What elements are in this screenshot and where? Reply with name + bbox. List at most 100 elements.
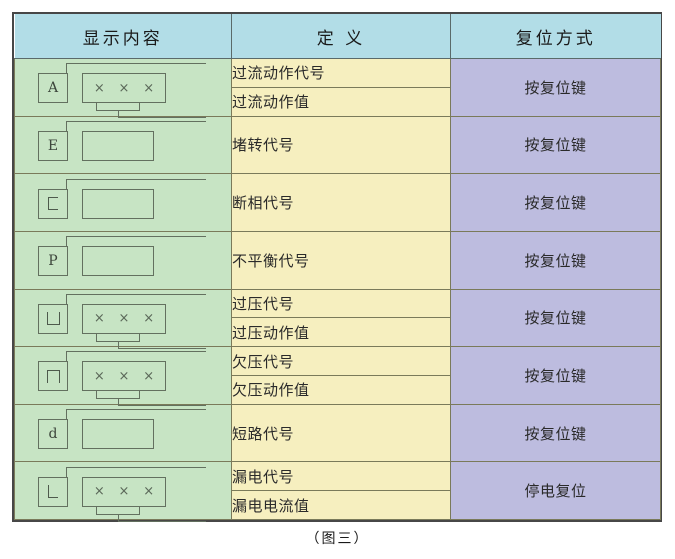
lcd-digit-placeholder: × (93, 484, 105, 500)
reset-method-cell: 停电复位 (450, 461, 661, 520)
lcd-code-glyph (48, 485, 58, 499)
reset-method-cell: 按复位键 (450, 115, 661, 175)
leader-line-bottom (118, 340, 206, 349)
lcd-code-glyph: d (48, 426, 58, 443)
definition-cell: 欠压代号 (231, 346, 451, 376)
lcd-code-glyph (46, 312, 60, 326)
lcd-code-box (38, 303, 68, 334)
lcd-value-box (82, 246, 154, 277)
column-header-reset: 复位方式 (450, 14, 661, 59)
leader-line-top (66, 63, 206, 75)
lcd-code-glyph (46, 369, 60, 383)
reset-method-cell: 按复位键 (450, 58, 661, 117)
reset-method-cell: 按复位键 (450, 230, 661, 290)
display-cell (14, 173, 232, 232)
display-cell: d (14, 403, 232, 463)
lcd-digit-placeholder: × (118, 484, 130, 500)
display-cell: A × × × (14, 58, 232, 119)
leader-line-top (66, 409, 206, 421)
leader-line-top (66, 351, 206, 363)
figure-caption: （图三） (305, 531, 370, 547)
leader-line-top (66, 466, 206, 478)
lcd-value-box (82, 188, 154, 219)
lcd-code-glyph: A (47, 80, 59, 97)
lcd-digit-placeholder: × (93, 368, 105, 384)
table-row: 过压动作值 (15, 317, 661, 348)
lcd-display-diagram: × × × (30, 347, 216, 407)
lcd-display-diagram: ××× (30, 463, 216, 522)
definition-cell: 漏电电流值 (231, 490, 451, 520)
lcd-display-diagram: E (30, 117, 216, 173)
leader-line-bottom (118, 110, 206, 119)
lcd-digit-placeholder: × (93, 80, 105, 96)
definition-cell: 过压动作值 (231, 317, 451, 348)
lcd-code-box (38, 476, 68, 507)
lcd-value-box (82, 130, 154, 161)
lcd-display-diagram: A × × × (30, 59, 216, 119)
table-row: × × × 欠压代号按复位键 (14, 346, 661, 407)
lcd-display-diagram: d (30, 405, 216, 461)
lcd-code-box (38, 188, 68, 219)
definition-cell: 欠压动作值 (231, 374, 451, 405)
reset-method-cell: 按复位键 (450, 173, 661, 232)
lcd-code-glyph (48, 197, 58, 211)
table-row: d 短路代号按复位键 (14, 403, 661, 463)
lcd-digit-placeholder: × (118, 80, 130, 96)
lcd-value-box: ××× (82, 303, 166, 334)
lcd-value-box: × × × (82, 361, 166, 392)
lcd-code-box: P (38, 246, 68, 277)
table-row: 漏电电流值 (15, 490, 661, 520)
definition-cell: 过流动作代号 (231, 58, 451, 88)
lcd-code-box: d (38, 419, 68, 450)
lcd-value-box: × × × (82, 73, 166, 104)
lcd-code-glyph: E (47, 137, 59, 154)
definition-cell: 短路代号 (231, 403, 451, 463)
lcd-code-box (38, 361, 68, 392)
leader-line-top (66, 293, 206, 305)
display-cell: ××× (14, 461, 232, 522)
lcd-code-box: A (38, 73, 68, 104)
lcd-display-diagram: ××× (30, 290, 216, 349)
reset-method-cell: 按复位键 (450, 288, 661, 348)
definition-cell: 不平衡代号 (231, 230, 451, 290)
table-row: ××× 过压代号按复位键 (14, 288, 661, 349)
lcd-digit-placeholder: × (143, 368, 155, 384)
leader-line-top (66, 236, 206, 248)
lcd-display-diagram: P (30, 232, 216, 288)
reset-method-cell: 按复位键 (450, 346, 661, 405)
table-row: 过流动作值 (15, 86, 661, 117)
display-cell: ××× (14, 288, 232, 349)
definition-cell: 漏电代号 (231, 461, 451, 492)
definition-cell: 过压代号 (231, 288, 451, 319)
display-cell: × × × (14, 346, 232, 407)
definition-cell: 堵转代号 (231, 115, 451, 175)
table-row: 欠压动作值 (15, 374, 661, 405)
table-row: 断相代号按复位键 (14, 173, 661, 232)
display-cell: E (14, 115, 232, 175)
definition-cell: 过流动作值 (231, 86, 451, 117)
column-header-definition: 定 义 (231, 14, 451, 59)
reset-method-cell: 按复位键 (450, 403, 661, 463)
leader-line-top (66, 120, 206, 132)
table-row: P 不平衡代号按复位键 (14, 230, 661, 290)
table-row: E 堵转代号按复位键 (14, 115, 661, 175)
lcd-digit-placeholder: × (118, 368, 130, 384)
leader-line-top (66, 178, 206, 190)
lcd-value-box (82, 419, 154, 450)
table-header-row: 显示内容 定 义 复位方式 (14, 14, 661, 59)
table-row: A × × × 过流动作代号按复位键 (14, 58, 661, 119)
column-header-display: 显示内容 (14, 14, 232, 59)
lcd-digit-placeholder: × (143, 80, 155, 96)
leader-line-bottom (118, 513, 206, 522)
lcd-code-box: E (38, 130, 68, 161)
display-cell: P (14, 230, 232, 290)
lcd-display-diagram (30, 175, 216, 231)
table-row: ×××漏电代号停电复位 (14, 461, 661, 522)
definition-cell: 断相代号 (231, 173, 451, 232)
lcd-digit-placeholder: × (143, 311, 155, 327)
leader-line-bottom (118, 398, 206, 407)
lcd-value-box: ××× (82, 476, 166, 507)
